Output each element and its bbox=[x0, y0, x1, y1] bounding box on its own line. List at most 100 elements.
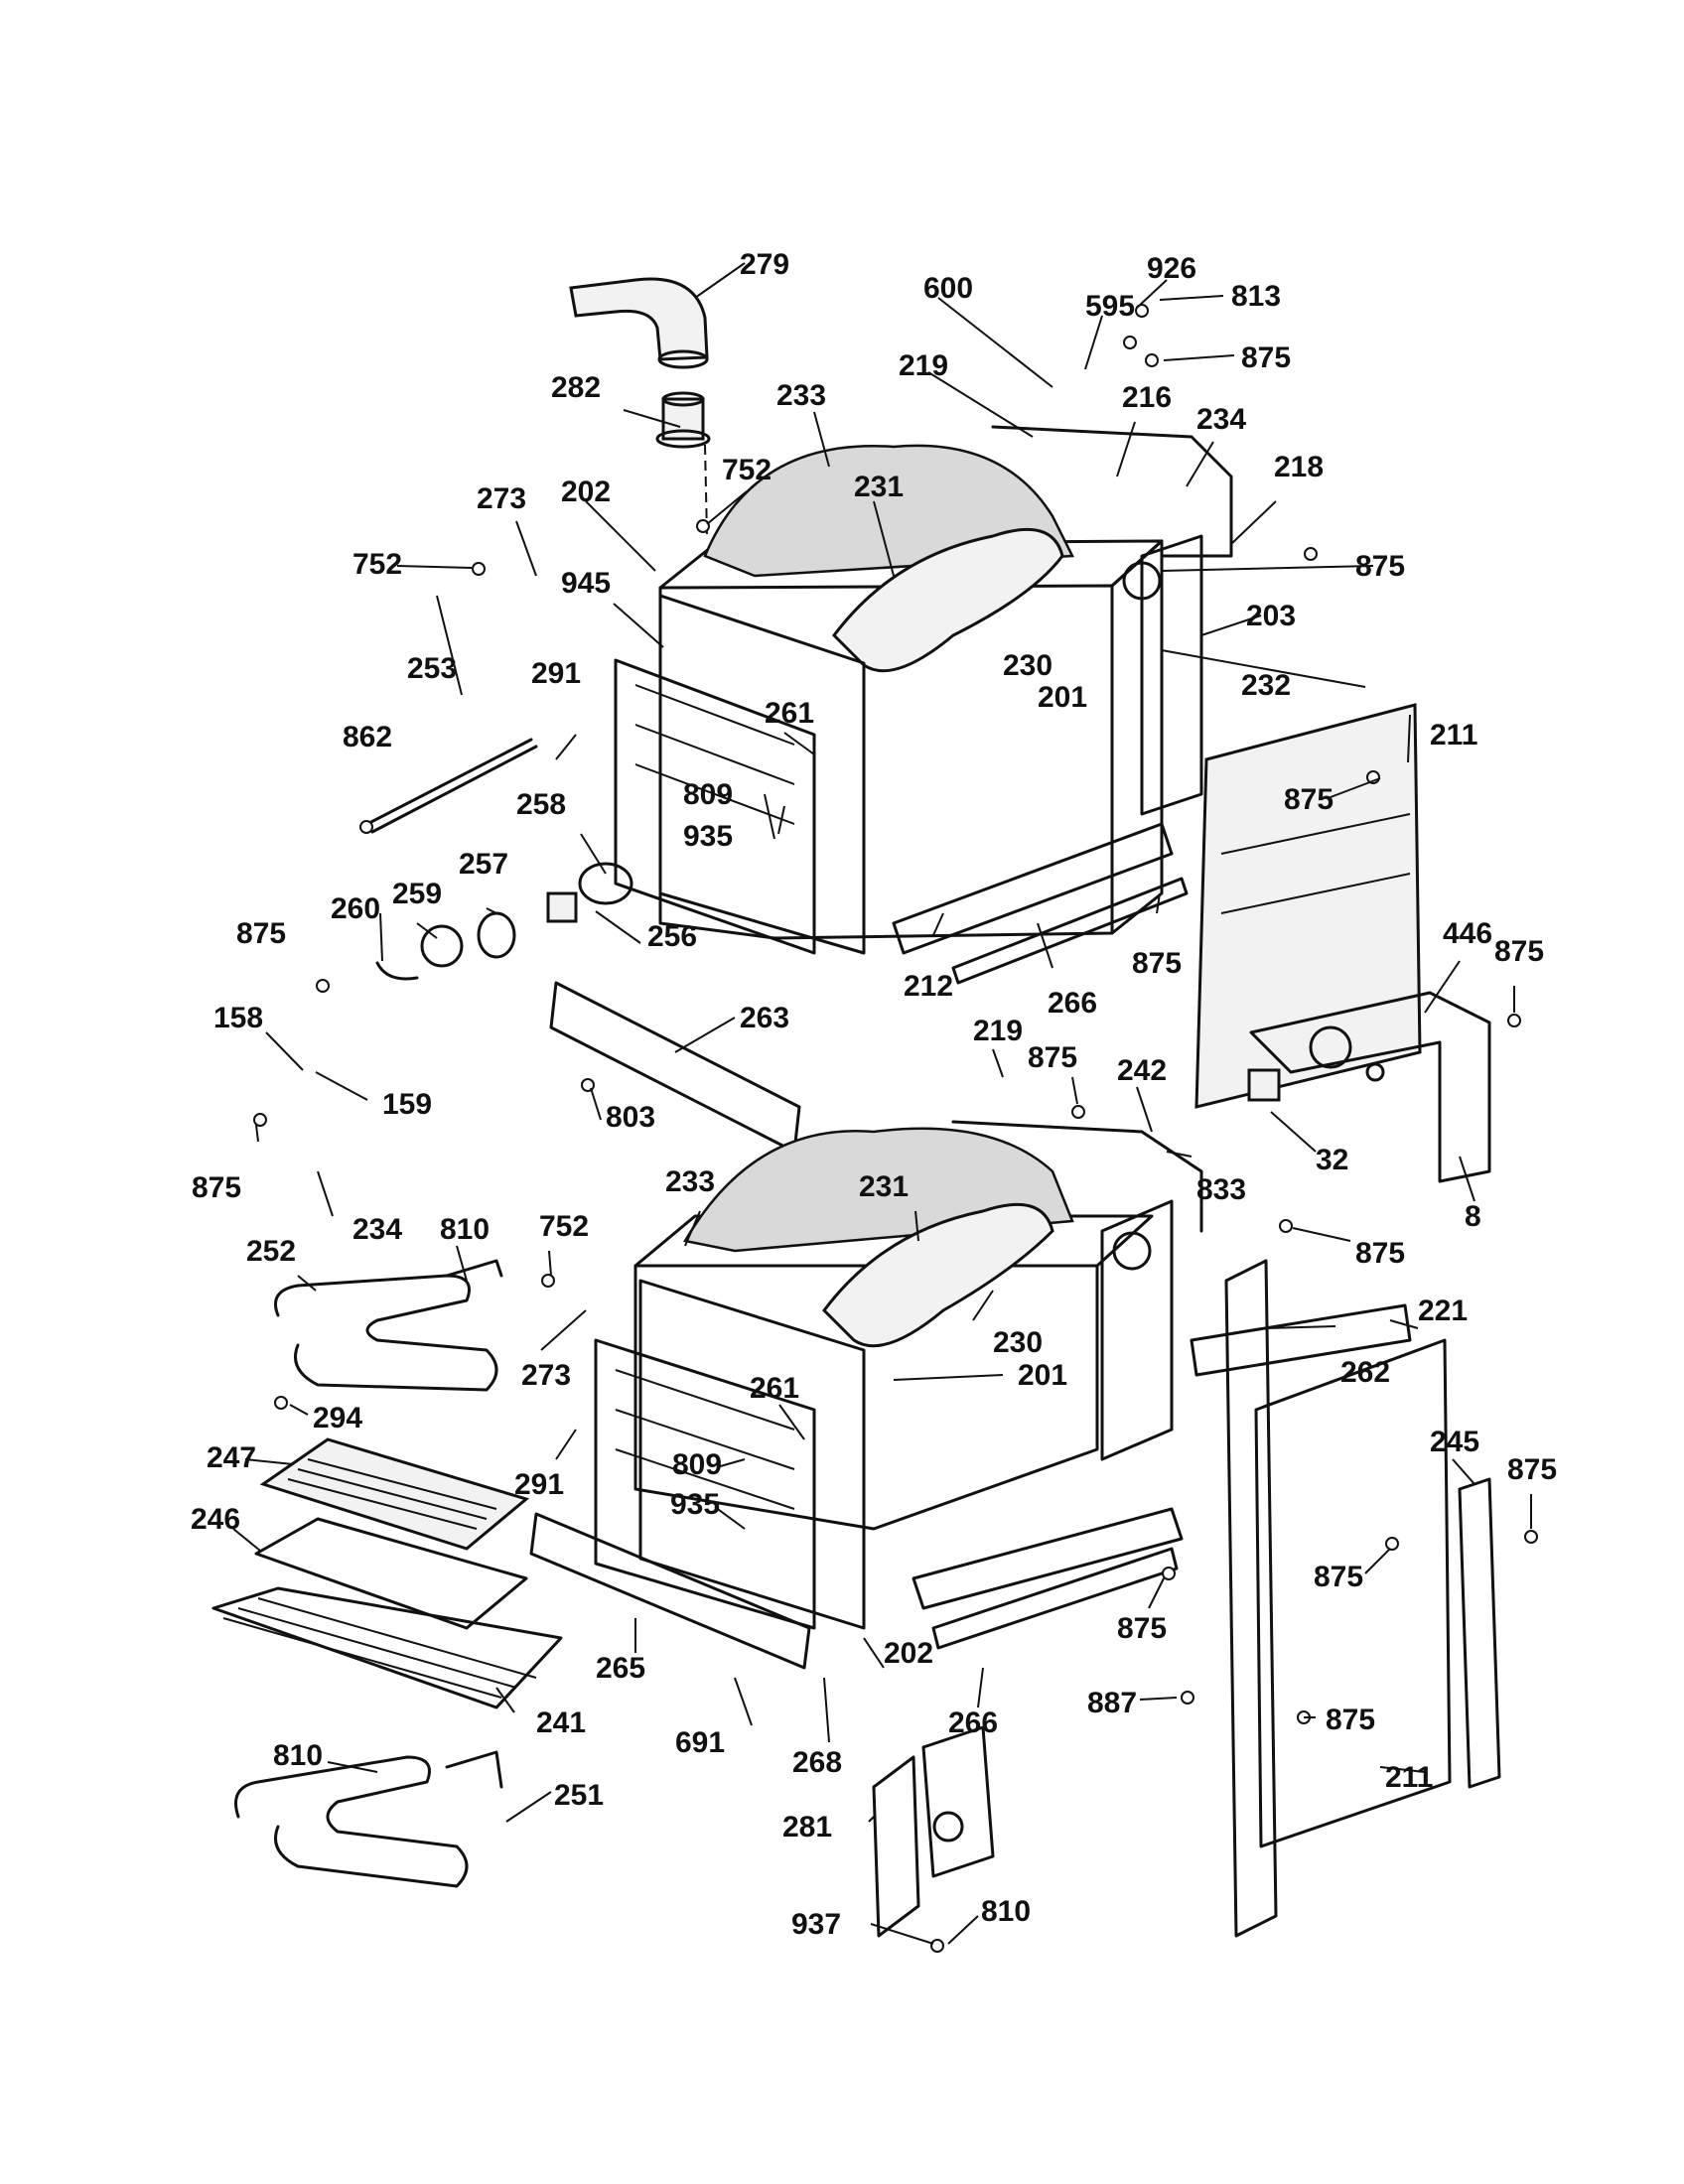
callout-810: 810 bbox=[440, 1213, 490, 1246]
callout-231: 231 bbox=[859, 1170, 909, 1203]
callout-labels: 279 600 926 813 595 875 219 282 233 216 … bbox=[191, 248, 1557, 1941]
callout-203: 203 bbox=[1246, 600, 1296, 632]
callout-875: 875 bbox=[1132, 947, 1182, 980]
callout-875: 875 bbox=[1507, 1453, 1557, 1486]
callout-810: 810 bbox=[273, 1739, 323, 1772]
callout-230: 230 bbox=[993, 1326, 1043, 1359]
vent-collar bbox=[655, 391, 711, 449]
callout-256: 256 bbox=[647, 920, 697, 953]
callout-268: 268 bbox=[792, 1746, 842, 1779]
callout-241: 241 bbox=[536, 1706, 586, 1739]
callout-810: 810 bbox=[981, 1895, 1031, 1928]
upper-door-channels bbox=[892, 822, 1189, 985]
callout-263: 263 bbox=[740, 1002, 789, 1034]
callout-158: 158 bbox=[213, 1002, 263, 1034]
wiring-box bbox=[1249, 991, 1491, 1183]
callout-294: 294 bbox=[313, 1402, 362, 1434]
vent-duct bbox=[569, 277, 709, 369]
callout-245: 245 bbox=[1430, 1426, 1479, 1458]
relay-component bbox=[1247, 1068, 1281, 1102]
callout-266: 266 bbox=[948, 1706, 998, 1739]
side-trim-right bbox=[1224, 1259, 1278, 1938]
callout-259: 259 bbox=[392, 878, 442, 910]
callout-600: 600 bbox=[923, 272, 973, 305]
leader-lines bbox=[232, 262, 1532, 1945]
callout-875: 875 bbox=[1284, 783, 1333, 816]
callout-32: 32 bbox=[1316, 1144, 1348, 1176]
callout-752: 752 bbox=[722, 454, 772, 486]
callout-231: 231 bbox=[854, 471, 904, 503]
lower-trim-strip bbox=[529, 1512, 811, 1670]
callout-273: 273 bbox=[477, 482, 526, 515]
bake-element bbox=[234, 1750, 503, 1888]
lower-oven-front-frame bbox=[594, 1279, 866, 1630]
callout-202: 202 bbox=[884, 1637, 933, 1670]
callout-752: 752 bbox=[352, 548, 402, 581]
callout-252: 252 bbox=[246, 1235, 296, 1268]
screw-icons bbox=[253, 304, 1538, 1953]
callout-291: 291 bbox=[514, 1468, 564, 1501]
callout-937: 937 bbox=[791, 1908, 841, 1941]
callout-201: 201 bbox=[1018, 1359, 1067, 1392]
door-hinge bbox=[872, 1725, 995, 1938]
callout-809: 809 bbox=[672, 1448, 722, 1481]
callout-262: 262 bbox=[1340, 1356, 1390, 1389]
lower-oven-cavity bbox=[633, 1120, 1203, 1531]
callout-230: 230 bbox=[1003, 649, 1052, 682]
callout-803: 803 bbox=[606, 1101, 655, 1134]
callout-691: 691 bbox=[675, 1726, 725, 1759]
callout-875: 875 bbox=[236, 917, 286, 950]
callout-446: 446 bbox=[1443, 917, 1492, 950]
upper-oven-wall-panel bbox=[1122, 534, 1203, 816]
callout-216: 216 bbox=[1122, 381, 1172, 414]
callout-279: 279 bbox=[740, 248, 789, 281]
callout-219: 219 bbox=[899, 349, 948, 382]
light-socket bbox=[375, 862, 633, 981]
callout-8: 8 bbox=[1465, 1200, 1481, 1233]
callout-257: 257 bbox=[459, 848, 508, 881]
callout-875: 875 bbox=[1355, 550, 1405, 583]
callout-253: 253 bbox=[407, 652, 457, 685]
callout-218: 218 bbox=[1274, 451, 1324, 483]
callout-833: 833 bbox=[1196, 1173, 1246, 1206]
callout-261: 261 bbox=[765, 697, 814, 730]
callout-219: 219 bbox=[973, 1015, 1023, 1047]
back-panel-upper bbox=[1194, 703, 1422, 1109]
callout-809: 809 bbox=[683, 778, 733, 811]
callout-258: 258 bbox=[516, 788, 566, 821]
callout-201: 201 bbox=[1038, 681, 1087, 714]
callout-875: 875 bbox=[1494, 935, 1544, 968]
callout-862: 862 bbox=[343, 721, 392, 753]
callout-211: 211 bbox=[1385, 1761, 1433, 1794]
callout-935: 935 bbox=[670, 1488, 720, 1521]
callout-232: 232 bbox=[1241, 669, 1291, 702]
callout-260: 260 bbox=[331, 892, 380, 925]
callout-935: 935 bbox=[683, 820, 733, 853]
callout-233: 233 bbox=[665, 1165, 715, 1198]
callout-926: 926 bbox=[1147, 252, 1196, 285]
callout-813: 813 bbox=[1231, 280, 1281, 313]
callout-251: 251 bbox=[554, 1779, 604, 1812]
callout-875: 875 bbox=[1355, 1237, 1405, 1270]
lower-oven-wall-panel bbox=[1100, 1199, 1174, 1461]
callout-234: 234 bbox=[352, 1213, 402, 1246]
callout-212: 212 bbox=[904, 970, 953, 1003]
broiler-pan-grid bbox=[259, 1437, 530, 1551]
callout-887: 887 bbox=[1087, 1687, 1137, 1719]
callout-159: 159 bbox=[382, 1088, 432, 1121]
callout-875: 875 bbox=[1241, 341, 1291, 374]
callout-221: 221 bbox=[1418, 1295, 1468, 1327]
callout-291: 291 bbox=[531, 657, 581, 690]
callout-247: 247 bbox=[207, 1441, 256, 1474]
side-trim-245 bbox=[1458, 1477, 1501, 1789]
callout-281: 281 bbox=[782, 1811, 832, 1843]
callout-202: 202 bbox=[561, 476, 611, 508]
callout-246: 246 bbox=[191, 1503, 240, 1536]
oven-rack bbox=[211, 1586, 563, 1709]
callout-875: 875 bbox=[1117, 1612, 1167, 1645]
callout-595: 595 bbox=[1085, 290, 1135, 323]
upper-oven-front-frame bbox=[614, 594, 866, 955]
callout-875: 875 bbox=[1028, 1041, 1077, 1074]
callout-875: 875 bbox=[192, 1171, 241, 1204]
